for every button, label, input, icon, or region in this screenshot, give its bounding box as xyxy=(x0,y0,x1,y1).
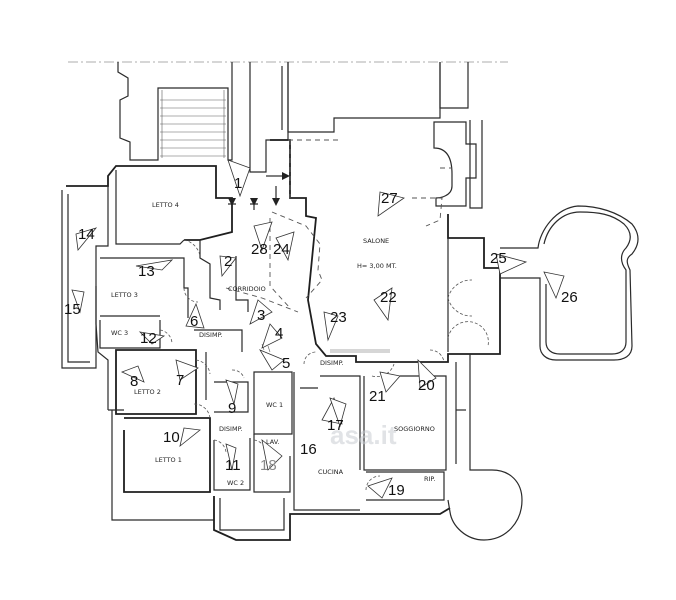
room-label-disimp-2: DISIMP. xyxy=(320,359,344,367)
room-label-disimp-1: DISIMP. xyxy=(199,331,223,339)
photo-point-28: 28 xyxy=(251,241,268,258)
photo-point-16: 16 xyxy=(300,441,317,458)
room-label-wc-2: WC 2 xyxy=(227,479,244,487)
photo-point-15: 15 xyxy=(64,301,81,318)
photo-point-23: 23 xyxy=(330,309,347,326)
walls xyxy=(61,62,639,541)
photo-point-10: 10 xyxy=(163,429,180,446)
photo-point-25: 25 xyxy=(490,250,507,267)
photo-point-17: 17 xyxy=(327,417,344,434)
room-label-soggiorno: SOGGIORNO xyxy=(394,425,435,433)
photo-point-3: 3 xyxy=(257,307,265,324)
view-cones xyxy=(71,159,565,499)
watermark-text: asa.it xyxy=(330,420,397,450)
photo-point-6: 6 xyxy=(190,313,198,330)
photo-point-18: 18 xyxy=(260,457,277,474)
room-label-corridoio: CORRIDOIO xyxy=(228,285,266,293)
photo-point-27: 27 xyxy=(381,190,398,207)
photo-point-24: 24 xyxy=(273,241,290,258)
photo-point-4: 4 xyxy=(275,325,283,342)
photo-point-21: 21 xyxy=(369,388,386,405)
photo-point-9: 9 xyxy=(228,400,236,417)
photo-point-5: 5 xyxy=(282,355,290,372)
photo-point-1: 1 xyxy=(234,175,242,192)
room-labels: LETTO 4 SALONE H= 3,00 MT. CORRIDOIO LET… xyxy=(111,201,435,487)
photo-point-20: 20 xyxy=(418,377,435,394)
room-label-salone-height: H= 3,00 MT. xyxy=(357,262,397,270)
room-label-letto-3: LETTO 3 xyxy=(111,291,138,299)
photo-point-7: 7 xyxy=(176,372,184,389)
photo-point-22: 22 xyxy=(380,289,397,306)
room-label-lav: LAV. xyxy=(266,438,279,446)
photo-point-2: 2 xyxy=(224,253,232,270)
photo-point-19: 19 xyxy=(388,482,405,499)
room-label-wc-1: WC 1 xyxy=(266,401,283,409)
room-label-salone: SALONE xyxy=(363,237,389,245)
room-label-wc-3: WC 3 xyxy=(111,329,128,337)
dashed-lines xyxy=(225,139,452,313)
room-label-letto-2: LETTO 2 xyxy=(134,388,161,396)
photo-point-11: 11 xyxy=(225,457,241,474)
room-label-cucina: CUCINA xyxy=(318,468,344,476)
photo-point-numbers: 1 2 3 4 5 6 7 8 9 10 11 12 13 14 15 16 1… xyxy=(64,175,578,499)
entry-arrows xyxy=(228,172,390,353)
room-label-rip: RIP. xyxy=(424,475,435,483)
photo-point-26: 26 xyxy=(561,289,578,306)
photo-point-13: 13 xyxy=(138,263,155,280)
photo-point-8: 8 xyxy=(130,373,138,390)
photo-point-12: 12 xyxy=(140,330,157,347)
room-label-letto-1: LETTO 1 xyxy=(155,456,182,464)
door-swings xyxy=(159,239,489,491)
room-label-disimp-3: DISIMP. xyxy=(219,425,243,433)
room-label-letto-4: LETTO 4 xyxy=(152,201,179,209)
photo-point-14: 14 xyxy=(78,226,95,243)
